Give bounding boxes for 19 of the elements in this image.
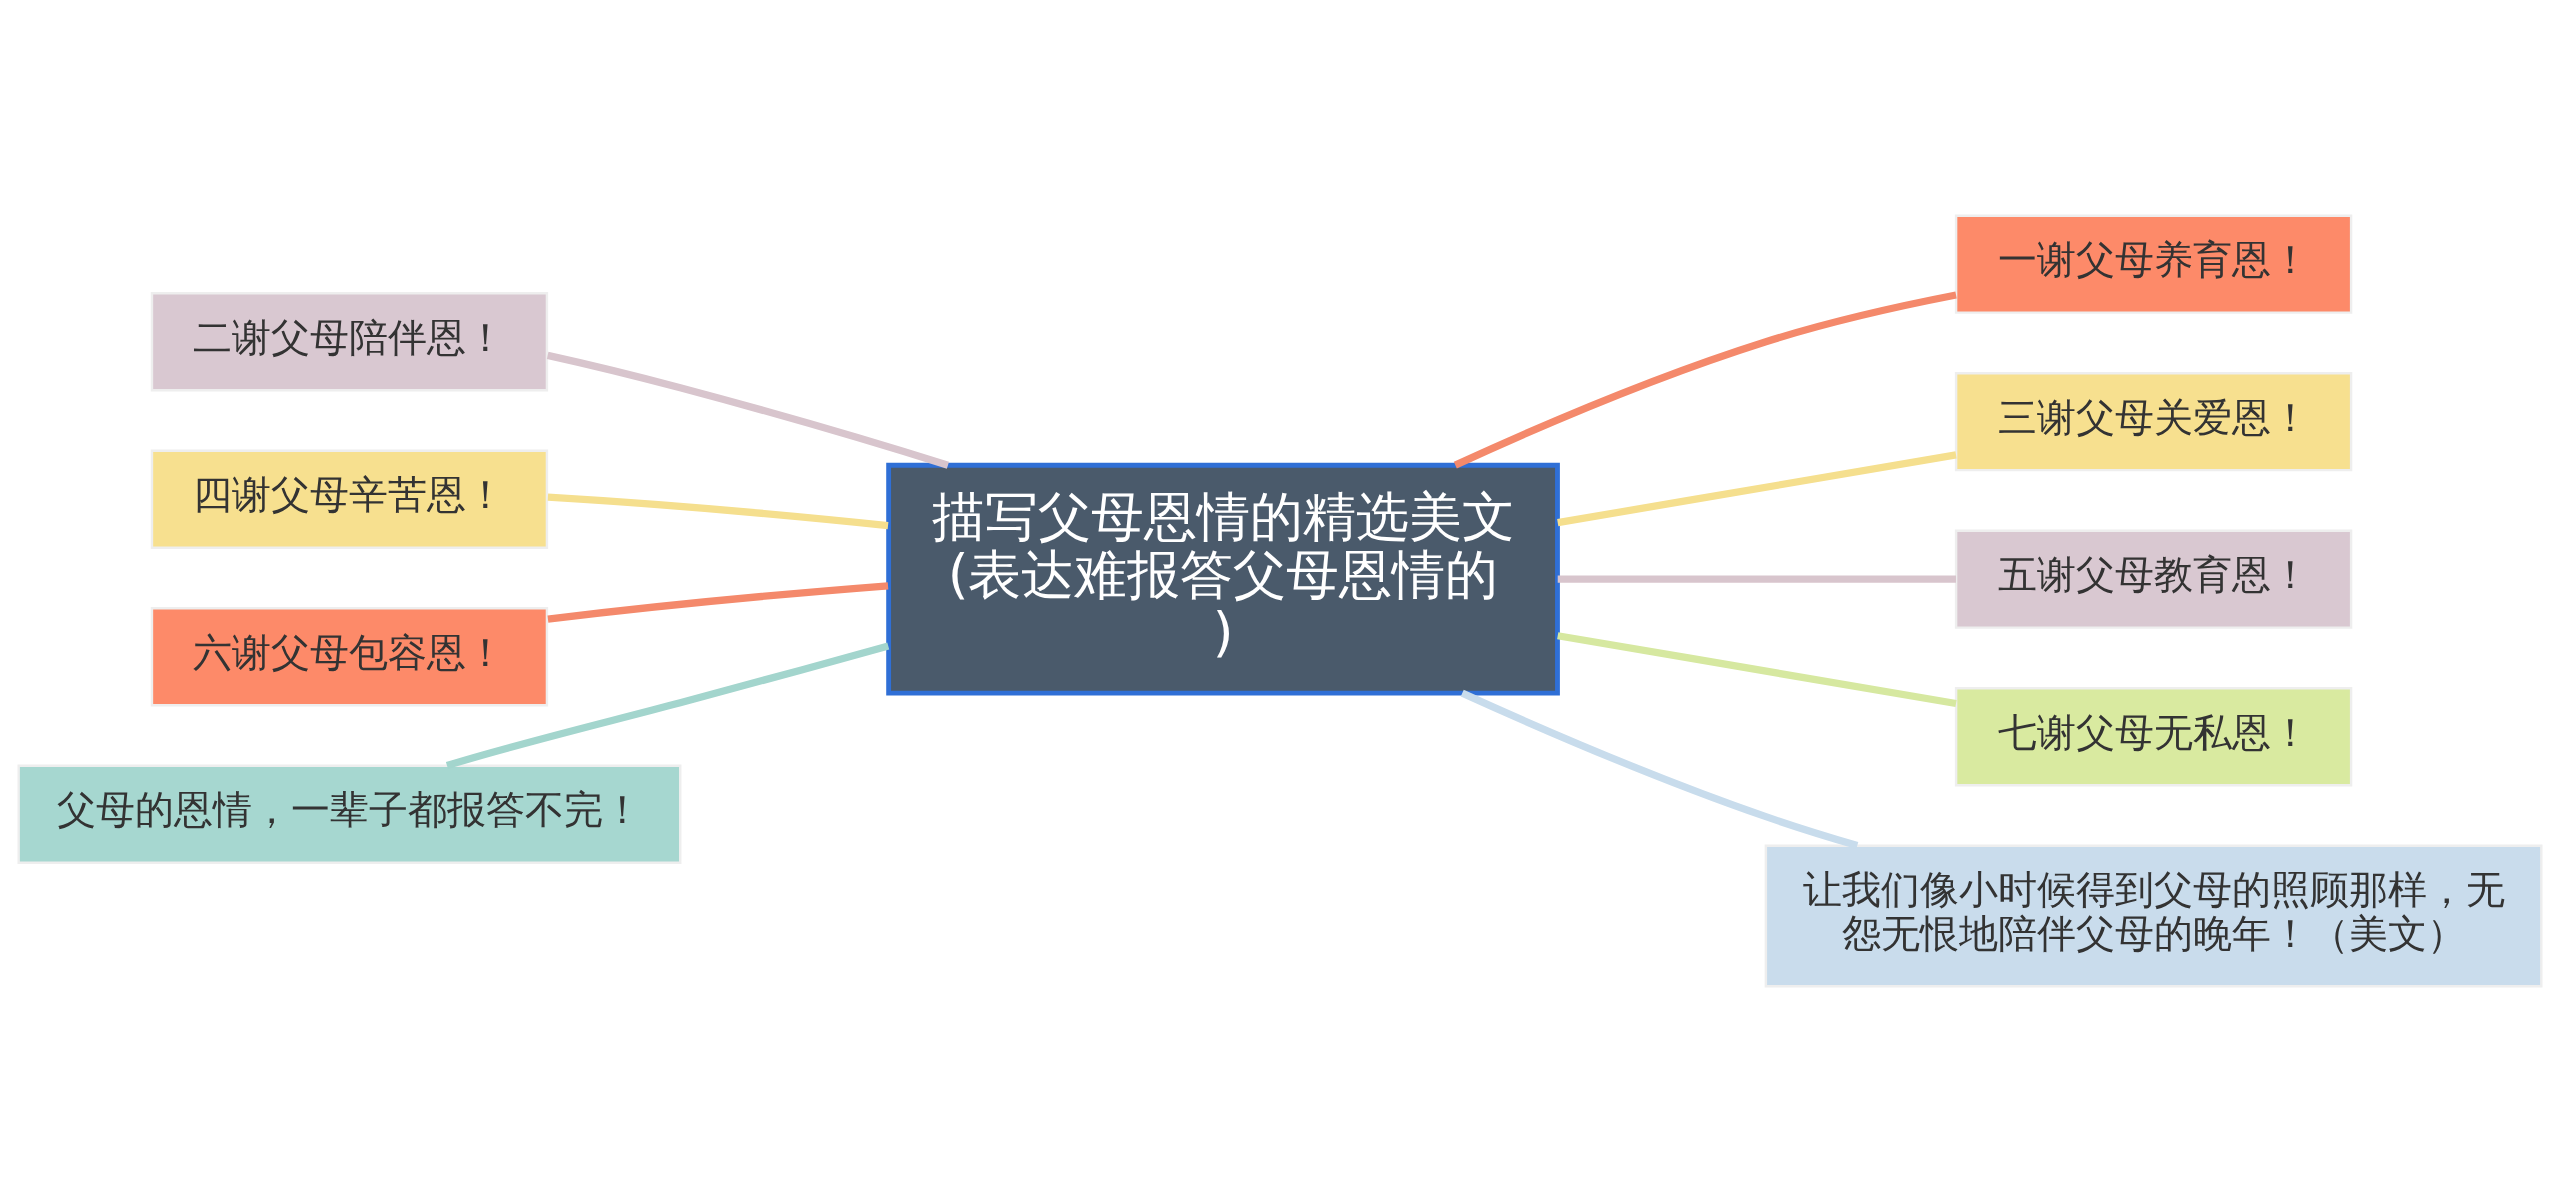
node-box: 五谢父母教育恩！ [1954,529,2353,629]
node-box: 一谢父母养育恩！ [1954,214,2353,314]
node-box: 二谢父母陪伴恩！ [150,291,549,391]
node-box: 三谢父母关爱恩！ [1954,371,2353,471]
node-box: 六谢父母包容恩！ [150,606,549,706]
node-box: 让我们像小时候得到父母的照顾那样，无怨无恨地陪伴父母的晚年！（美文） [1764,844,2543,987]
connector [1453,290,1957,468]
connector [1460,689,1859,849]
connector [547,581,889,623]
connector [547,493,889,529]
connector [1557,450,1957,526]
node-box: 七谢父母无私恩！ [1954,686,2353,786]
node-box: 描写父母恩情的精选美文(表达难报答父母恩情的) [886,462,1560,695]
connector [1557,575,1957,583]
node-box: 四谢父母辛苦恩！ [150,449,549,549]
connector [1557,631,1957,707]
connector [546,351,949,469]
node-box: 父母的恩情，一辈子都报答不完！ [17,764,682,864]
connector [445,642,890,769]
